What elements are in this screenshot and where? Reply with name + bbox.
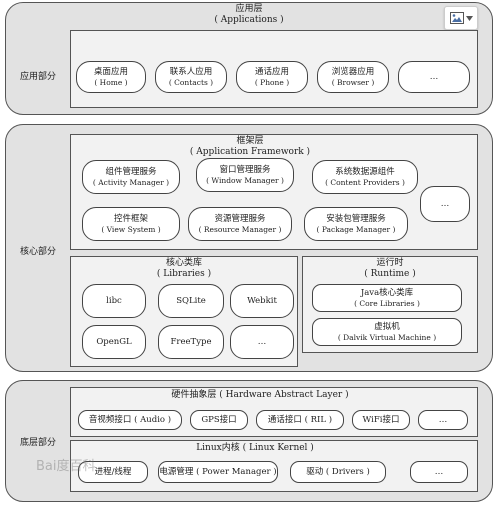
lib-more: … [230, 325, 294, 359]
lib-webkit-label: Webkit [247, 295, 277, 306]
hal-wifi: WiFi接口 [352, 410, 410, 430]
app-phone-en: ( Phone ) [254, 77, 290, 87]
app-phone-cn: 通话应用 [254, 67, 289, 78]
hal-wifi-label: WiFi接口 [362, 414, 400, 425]
framework-title: 框架层 ( Application Framework ) [180, 136, 320, 159]
framework-title-cn: 框架层 [236, 136, 264, 146]
app-contacts-cn: 联系人应用 [169, 67, 213, 78]
kernel-process-label: 进程/线程 [94, 466, 132, 477]
fw-view-system-en: ( View System ) [101, 224, 161, 234]
chevron-down-icon [465, 15, 473, 21]
fw-activity-manager: 组件管理服务 ( Activity Manager ) [82, 160, 180, 194]
framework-title-en: ( Application Framework ) [189, 147, 311, 158]
hal-title: 硬件抽象层 ( Hardware Abstract Layer ) [171, 390, 349, 400]
fw-resource-manager-cn: 资源管理服务 [214, 214, 266, 225]
app-browser: 浏览器应用 ( Browser ) [317, 61, 389, 93]
fw-package-manager: 安装包管理服务 ( Package Manager ) [304, 207, 408, 241]
applications-title-en: ( Applications ) [214, 15, 284, 26]
fw-content-providers: 系统数据源组件 ( Content Providers ) [312, 160, 418, 194]
runtime-core-libraries-en: ( Core Libraries ) [354, 298, 420, 308]
app-more: … [398, 61, 470, 93]
photo-icon [449, 12, 464, 24]
lib-freetype-label: FreeType [170, 336, 212, 347]
fw-view-system-cn: 控件框架 [113, 214, 148, 225]
baike-watermark: Bai度百科 [36, 459, 96, 474]
fw-window-manager: 窗口管理服务 ( Window Manager ) [196, 158, 294, 192]
kernel-drivers: 驱动 ( Drivers ) [290, 461, 386, 483]
applications-side-label: 应用部分 [20, 72, 57, 82]
kernel-power-manager-label: 电源管理 ( Power Manager ) [159, 466, 277, 477]
applications-title-cn: 应用层 [235, 4, 263, 14]
runtime-title-en: ( Runtime ) [364, 269, 416, 280]
hal-gps-label: GPS接口 [201, 414, 237, 425]
kernel-power-manager: 电源管理 ( Power Manager ) [158, 461, 278, 483]
runtime-dalvik-vm-cn: 虚拟机 [374, 322, 400, 333]
fw-window-manager-en: ( Window Manager ) [206, 175, 284, 185]
fw-package-manager-cn: 安装包管理服务 [326, 214, 386, 225]
fw-resource-manager-en: ( Resource Manager ) [198, 224, 282, 234]
kernel-title: Linux内核 ( Linux Kernel ) [196, 443, 314, 453]
libraries-title-cn: 核心类库 [165, 258, 202, 268]
runtime-dalvik-vm: 虚拟机 ( Dalvik Virtual Machine ) [312, 318, 462, 346]
libraries-title-en: ( Libraries ) [156, 269, 212, 280]
hal-ril-label: 通话接口 ( RIL ) [267, 414, 333, 425]
fw-content-providers-cn: 系统数据源组件 [335, 167, 395, 178]
app-browser-en: ( Browser ) [331, 77, 375, 87]
applications-title: 应用层 ( Applications ) [189, 4, 309, 27]
app-home-cn: 桌面应用 [93, 67, 128, 78]
fw-more-label: … [440, 198, 450, 209]
kernel-drivers-label: 驱动 ( Drivers ) [306, 466, 370, 477]
fw-resource-manager: 资源管理服务 ( Resource Manager ) [188, 207, 292, 241]
bottom-side-label: 底层部分 [20, 438, 57, 448]
fw-activity-manager-en: ( Activity Manager ) [92, 177, 170, 187]
lib-freetype: FreeType [158, 325, 224, 359]
hal-gps: GPS接口 [190, 410, 248, 430]
core-side-label: 核心部分 [20, 247, 57, 257]
fw-view-system: 控件框架 ( View System ) [82, 207, 180, 241]
app-contacts: 联系人应用 ( Contacts ) [155, 61, 227, 93]
fw-window-manager-cn: 窗口管理服务 [219, 165, 271, 176]
lib-sqlite-label: SQLite [176, 295, 206, 306]
kernel-more-label: … [434, 466, 444, 477]
libraries-title: 核心类库 ( Libraries ) [134, 258, 234, 281]
fw-activity-manager-cn: 组件管理服务 [105, 167, 157, 178]
hal-audio: 音视频接口 ( Audio ) [78, 410, 182, 430]
fw-content-providers-en: ( Content Providers ) [325, 177, 405, 187]
kernel-more: … [410, 461, 468, 483]
app-home-en: ( Home ) [94, 77, 128, 87]
runtime-dalvik-vm-en: ( Dalvik Virtual Machine ) [337, 332, 437, 342]
lib-libc-label: libc [106, 295, 122, 306]
runtime-title: 运行时 ( Runtime ) [340, 258, 440, 281]
hal-more-label: … [438, 414, 448, 425]
app-browser-cn: 浏览器应用 [331, 67, 375, 78]
lib-webkit: Webkit [230, 284, 294, 318]
lib-opengl: OpenGL [82, 325, 146, 359]
lib-more-label: … [257, 336, 267, 347]
image-view-icon[interactable] [444, 6, 478, 30]
hal-audio-label: 音视频接口 ( Audio ) [88, 414, 172, 425]
app-more-label: … [429, 71, 439, 82]
runtime-title-cn: 运行时 [376, 258, 404, 268]
lib-libc: libc [82, 284, 146, 318]
lib-sqlite: SQLite [158, 284, 224, 318]
hal-more: … [418, 410, 468, 430]
hal-ril: 通话接口 ( RIL ) [256, 410, 344, 430]
fw-more: … [420, 186, 470, 222]
app-contacts-en: ( Contacts ) [168, 77, 214, 87]
runtime-core-libraries-cn: Java核心类库 [360, 288, 414, 299]
app-home: 桌面应用 ( Home ) [76, 61, 146, 93]
fw-package-manager-en: ( Package Manager ) [316, 224, 396, 234]
lib-opengl-label: OpenGL [96, 336, 132, 347]
kernel-process: 进程/线程 [78, 461, 148, 483]
app-phone: 通话应用 ( Phone ) [236, 61, 308, 93]
runtime-core-libraries: Java核心类库 ( Core Libraries ) [312, 284, 462, 312]
